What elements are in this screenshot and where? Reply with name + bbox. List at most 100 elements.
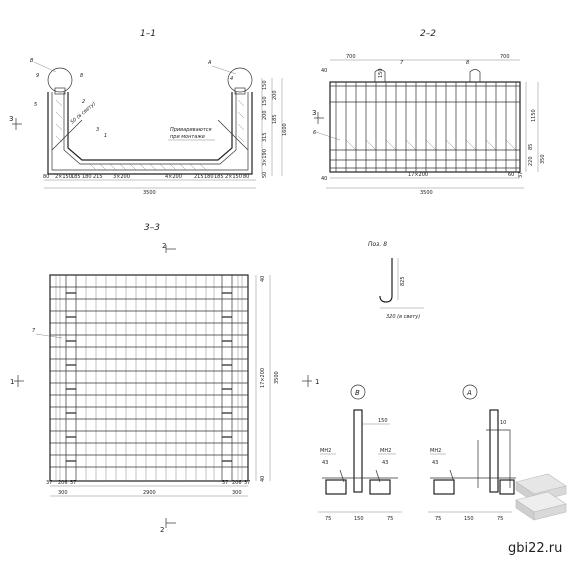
dim-label: 1150 xyxy=(531,109,537,122)
dim-label: 200 xyxy=(262,110,268,120)
hook-bar xyxy=(379,258,393,303)
dim-label: 85 xyxy=(528,144,534,150)
dim-label: 50 xyxy=(262,172,268,178)
weld-mark xyxy=(449,469,455,483)
dim-label: 200 xyxy=(272,90,278,100)
detail-tag: В xyxy=(355,389,360,397)
lifting-loop-left xyxy=(374,69,386,82)
vertical-rebars xyxy=(335,82,517,172)
dim-label: 2×150 xyxy=(55,174,72,180)
dim-label: 4×200 xyxy=(165,174,182,180)
base-block-left xyxy=(433,479,455,495)
leader xyxy=(33,61,57,73)
dim-label: 57 xyxy=(222,480,228,486)
embedded-plate-right xyxy=(234,87,246,95)
dim-label: 206 xyxy=(58,480,68,486)
label-pos: 5 xyxy=(34,102,37,108)
label-pos: 2 xyxy=(82,99,85,105)
dim-label: 220 xyxy=(528,156,534,166)
dim-label: 185 xyxy=(71,174,81,180)
diagonal-bars xyxy=(345,139,517,151)
section-marker-label: 1 xyxy=(315,378,319,386)
mesh-transverse xyxy=(50,286,248,468)
plan-outline xyxy=(49,274,249,482)
dim-label: 700 xyxy=(500,54,510,60)
dim-label: 150 xyxy=(464,516,474,522)
dim-label: 80 xyxy=(43,174,49,180)
lifting-loop-right xyxy=(469,69,481,82)
base-block-left xyxy=(325,479,347,495)
dim-label: 10 xyxy=(500,420,506,426)
site-logo: gbi22.ru xyxy=(508,473,567,556)
detail-circle-B xyxy=(47,67,73,93)
embedded-plate-left xyxy=(54,87,66,95)
section-marker-label: 3 xyxy=(312,109,316,117)
dim-label: 57 xyxy=(70,480,76,486)
detail-tag: А xyxy=(466,389,472,397)
dim-label: 37 xyxy=(518,172,524,178)
haunch-left xyxy=(51,119,83,151)
label-pos: 9 xyxy=(36,73,39,79)
dim-label: 75 xyxy=(387,516,393,522)
dim-label: 150 xyxy=(378,68,384,78)
label-pos: 7 xyxy=(400,60,404,66)
label-pos: МН2 xyxy=(430,448,441,454)
dim-label: 40 xyxy=(260,476,266,482)
note-line: при монтаже xyxy=(170,134,205,140)
dim-label: 3×200 xyxy=(113,174,130,180)
label-pos: 43 xyxy=(382,460,388,466)
dim-total: 3500 xyxy=(420,190,433,196)
label-pos: А xyxy=(207,60,212,66)
edge-ticks xyxy=(66,292,232,462)
dim-label: 320 (в свету) xyxy=(386,314,420,320)
rebar-stem xyxy=(489,409,499,493)
dim-label: 40 xyxy=(260,276,266,282)
section-marker-label: 3 xyxy=(9,115,13,123)
dim-label: 1600 xyxy=(282,123,288,136)
label-pos: МН2 xyxy=(320,448,331,454)
watermark: gbi22.ru xyxy=(508,541,562,556)
detail-tag-circle xyxy=(350,384,366,400)
dim-label: 40 xyxy=(321,68,327,74)
view-section-3-3: 3–3 xyxy=(10,223,319,534)
leader xyxy=(35,333,63,339)
view-section-1-1: 1–1 В 9 8 5 2 xyxy=(9,29,288,196)
label-pos: МН2 xyxy=(380,448,391,454)
detail-circle-A xyxy=(227,67,253,93)
reinforcement-outer xyxy=(51,92,249,171)
logo-slab-front xyxy=(533,503,567,521)
rebar-stem xyxy=(353,409,363,493)
dim-label: 17×200 xyxy=(408,172,428,178)
label-pos: 7 xyxy=(32,328,36,334)
dim-label: 60 xyxy=(508,172,514,178)
label-pos: 8 xyxy=(80,73,83,79)
label-pos: 3 xyxy=(96,127,99,133)
dim-total: 2900 xyxy=(143,490,156,496)
dim-label: 185 xyxy=(214,174,224,180)
section-marker-label: 1 xyxy=(10,378,14,386)
detail-tag-circle xyxy=(462,384,478,400)
label-pos: 4 xyxy=(230,76,233,82)
dim-label: 75 xyxy=(325,516,331,522)
dim-label: 180 xyxy=(204,174,214,180)
view-section-2-2: 2–2 xyxy=(312,29,546,196)
mesh-longitudinal xyxy=(55,275,243,481)
label-pos: 1 xyxy=(104,133,107,139)
label-pos: 43 xyxy=(322,460,328,466)
dim-label: 825 xyxy=(400,276,406,286)
dim-total: 300 xyxy=(232,490,242,496)
label-pos: 6 xyxy=(313,130,316,136)
bottom-bar-hatching xyxy=(55,99,245,171)
label-pos: В xyxy=(30,58,34,64)
dim-label: 150 xyxy=(378,418,388,424)
dim-label: 700 xyxy=(346,54,356,60)
dim-label: 17×200 xyxy=(260,368,266,388)
label-pos: 8 xyxy=(466,60,469,66)
detail-B: В 150 МН2 43 МН2 43 75 150 75 xyxy=(318,384,402,522)
leader xyxy=(211,65,237,75)
dim-label: 37 xyxy=(46,480,52,486)
section-marker-label: 2 xyxy=(162,242,166,250)
section-marker-label: 2 xyxy=(160,526,164,534)
view-title: 2–2 xyxy=(420,29,436,39)
